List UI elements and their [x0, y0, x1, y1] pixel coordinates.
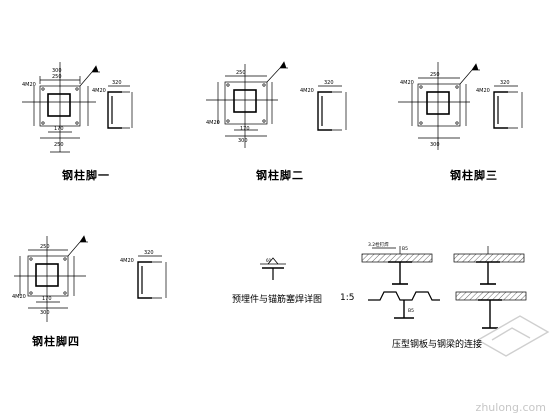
base4-sec-320: 320	[144, 250, 154, 256]
base2-dim-300: 300	[238, 138, 248, 144]
embed-scale: 1:5	[340, 293, 355, 303]
title-deck-connection: 压型钢板与钢梁的连接	[392, 340, 483, 350]
base1-dim-4m20: 4M20	[22, 82, 36, 88]
base4-sec-4m20: 4M20	[120, 258, 134, 264]
base4-section	[137, 255, 167, 299]
title-base4: 钢柱脚四	[32, 335, 80, 348]
base1-dim-250: 250	[52, 74, 62, 80]
base1-dim-300: 300	[52, 68, 62, 74]
base2-dim-170: 170	[240, 126, 250, 132]
deck-connection-drawing	[361, 246, 527, 329]
base2-section	[317, 85, 347, 131]
watermark-text: zhulong.com	[475, 401, 546, 414]
base4-dim-170: 170	[42, 296, 52, 302]
base1-dim-250b: 250	[54, 142, 64, 148]
deck-bolt-label: 3.2栓钉焊	[368, 241, 389, 248]
base1-sec-320: 320	[112, 80, 122, 86]
base3-section	[493, 85, 523, 129]
base4-dim-300: 300	[40, 310, 50, 316]
base3-dim-4m20: 4M20	[400, 80, 414, 86]
base1-section	[107, 85, 133, 129]
base1-plan	[22, 62, 100, 153]
base2-sec-320: 320	[324, 80, 334, 86]
base3-dim-300: 300	[430, 142, 440, 148]
watermark-logo	[476, 315, 550, 357]
base4-plan	[14, 235, 88, 322]
title-base1: 钢柱脚一	[62, 169, 110, 182]
base2-dim-250: 250	[236, 70, 246, 76]
embed-dim: 60	[266, 258, 272, 263]
base2-dim-4m20: 4M20	[206, 120, 220, 126]
deck-top-label: B5	[402, 246, 408, 252]
base3-plan	[398, 62, 480, 150]
base3-sec-320: 320	[500, 80, 510, 86]
title-base2: 钢柱脚二	[256, 169, 304, 182]
title-embed-detail: 预埋件与锚筋塞焊详图	[232, 295, 323, 305]
base2-plan	[206, 61, 288, 148]
base2-sec-4m20: 4M20	[300, 88, 314, 94]
base1-sec-4m20: 4M20	[92, 88, 106, 94]
deck-side-label: B5	[408, 308, 414, 314]
base4-dim-250: 250	[40, 244, 50, 250]
base4-dim-4m20: 4M20	[12, 294, 26, 300]
base3-dim-250: 250	[430, 72, 440, 78]
base1-dim-170: 170	[54, 126, 64, 132]
title-base3: 钢柱脚三	[450, 169, 498, 182]
embed-detail-drawing	[260, 257, 286, 280]
base3-sec-4m20: 4M20	[476, 88, 490, 94]
